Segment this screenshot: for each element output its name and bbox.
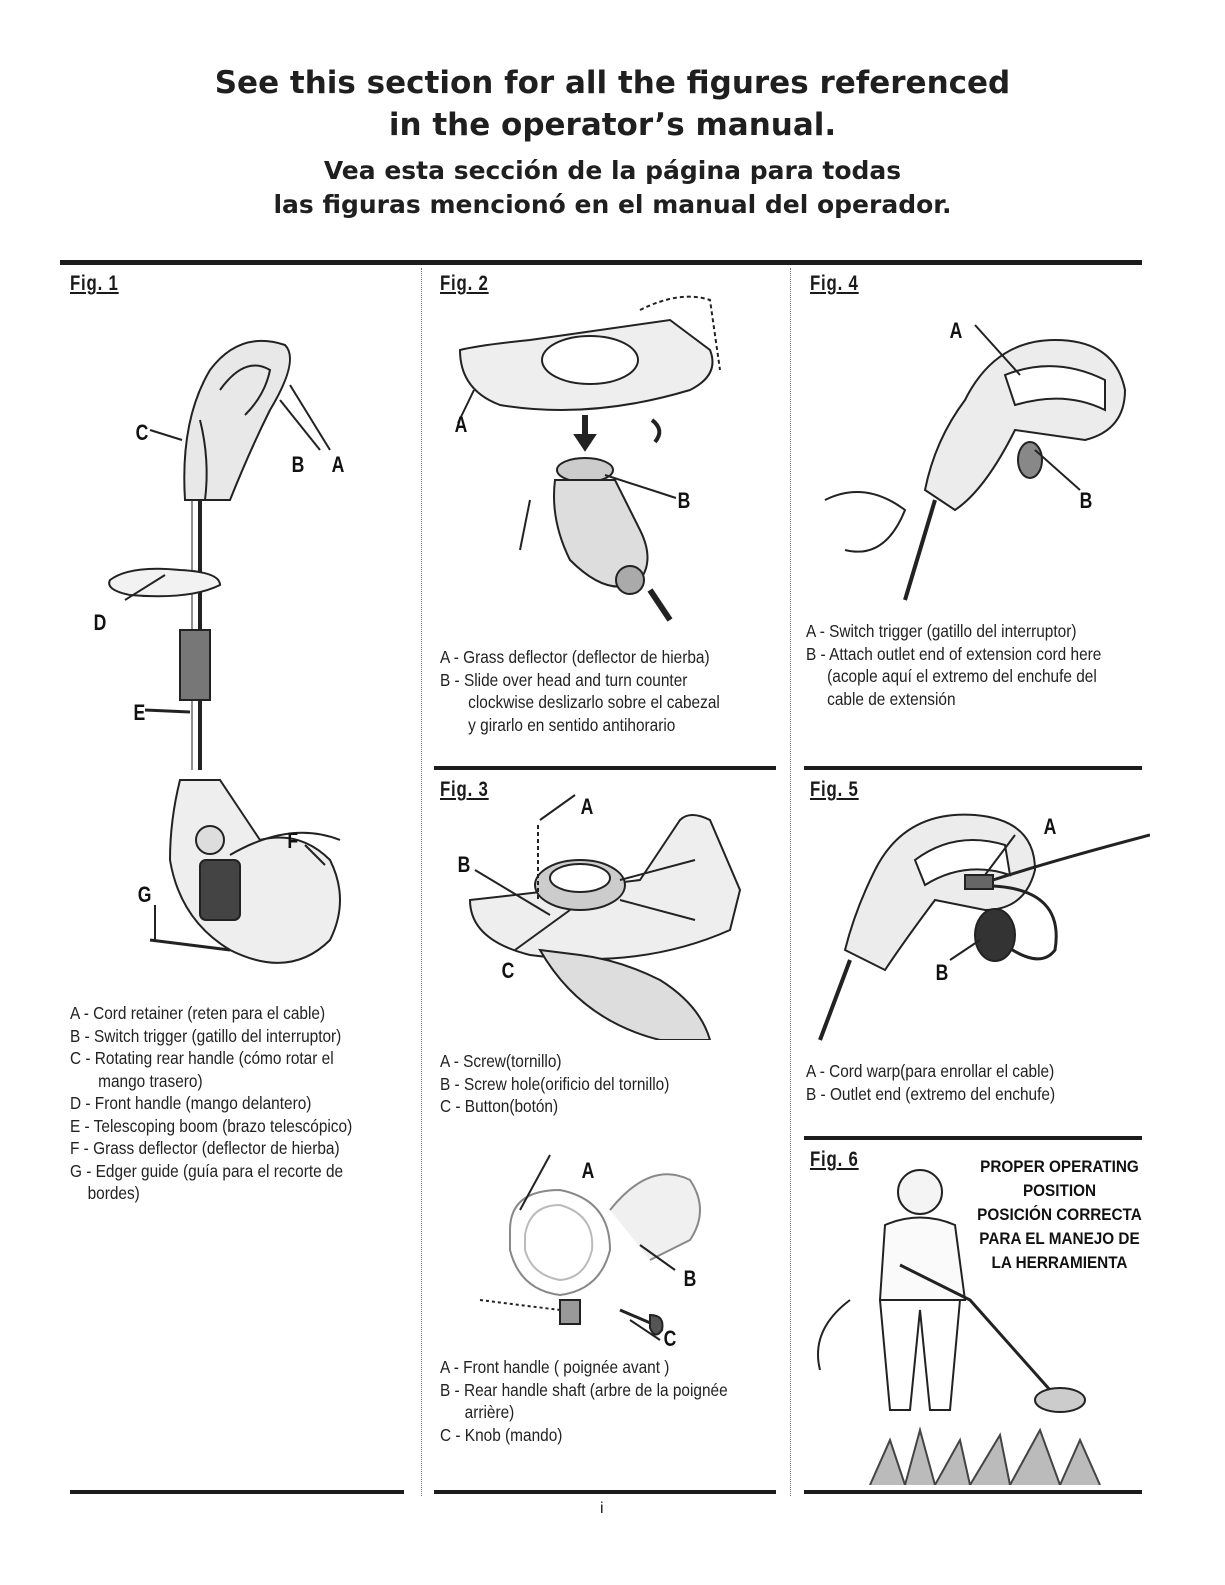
fig1-legend-c: C - Rotating rear handle (cómo rotar el <box>70 1048 334 1068</box>
fig1-legend-g: G - Edger guide (guía para el recorte de <box>70 1160 344 1181</box>
fig4-legend-b-cont1: (acople aquí el extremo del enchufe del <box>827 666 1097 686</box>
fig2-legend-b: B - Slide over head and turn counter <box>440 669 688 690</box>
fig6-text-line4: PARA EL MANEJO DE <box>979 1229 1140 1248</box>
fig4-legend-b-cont2: cable de extensión <box>827 688 956 709</box>
page-header: See this section for all the figures ref… <box>0 62 1225 222</box>
fig1-label: Fig. 1 <box>70 272 119 295</box>
fig2-legend-b-cont2: y girarlo en sentido antihorario <box>468 714 676 735</box>
fig4-legend-b: B - Attach outlet end of extension cord … <box>806 643 1102 664</box>
fig1-legend-f: F - Grass deflector (deflector de hierba… <box>70 1138 340 1158</box>
page-number: i <box>600 1500 604 1517</box>
fig6-top-rule <box>804 1136 1142 1140</box>
column-divider-2 <box>790 268 791 1496</box>
column-divider-1 <box>421 268 422 1496</box>
fig5-legend-a: A - Cord warp(para enrollar el cable) <box>806 1061 1055 1081</box>
fig6-operator-illustration <box>810 1150 1140 1485</box>
fig3-legend: A - Screw(tornillo) B - Screw hole(orifi… <box>440 1050 701 1118</box>
fig5-callout-a: A <box>1043 814 1057 839</box>
fig1-callout-b: B <box>291 452 305 477</box>
fig1-legend-a: A - Cord retainer (reten para el cable) <box>70 1003 326 1023</box>
fig2-callout-a: A <box>454 412 468 437</box>
fig1-callout-a: A <box>331 452 345 477</box>
fig3-legend-b: B - Screw hole(orificio del tornillo) <box>440 1073 670 1094</box>
fig6-text-line2: POSITION <box>1022 1181 1097 1200</box>
fig5-cord-illustration <box>805 800 1150 1045</box>
fig1-trimmer-illustration <box>70 300 410 990</box>
fig1-callout-f: F <box>287 828 299 853</box>
fig3b-legend-b: B - Rear handle shaft (arbre de la poign… <box>440 1379 728 1400</box>
fig6-label: Fig. 6 <box>810 1148 859 1171</box>
title-en-line2: in the operator’s manual. <box>388 107 837 143</box>
fig4-trigger-illustration <box>805 300 1140 610</box>
fig5-legend-b: B - Outlet end (extremo del enchufe) <box>806 1083 1056 1104</box>
fig3-callout-b: B <box>457 852 471 877</box>
fig3b-legend-a: A - Front handle ( poignée avant ) <box>440 1357 670 1377</box>
fig3b-callout-c: C <box>663 1326 677 1351</box>
fig3-legend-c: C - Button(botón) <box>440 1096 559 1116</box>
fig3-callout-c: C <box>501 958 515 983</box>
fig4-callout-b: B <box>1079 488 1093 513</box>
bottom-rule-2 <box>434 1490 776 1494</box>
fig1-callout-d: D <box>93 610 107 635</box>
fig4-legend: A - Switch trigger (gatillo del interrup… <box>806 620 1142 710</box>
fig3b-legend: A - Front handle ( poignée avant ) B - R… <box>440 1356 767 1446</box>
fig1-legend-c-cont: mango trasero) <box>98 1070 203 1091</box>
fig5-callout-b: B <box>935 960 949 985</box>
fig4-label: Fig. 4 <box>810 272 859 295</box>
fig3b-callout-a: A <box>581 1158 595 1183</box>
fig6-position-text: PROPER OPERATING POSITION POSICIÓN CORRE… <box>962 1155 1157 1275</box>
fig1-legend-e: E - Telescoping boom (brazo telescópico) <box>70 1115 353 1136</box>
fig4-legend-a: A - Switch trigger (gatillo del interrup… <box>806 621 1077 641</box>
fig3-screw-illustration <box>440 790 770 1040</box>
fig3-label: Fig. 3 <box>440 778 489 801</box>
fig1-callout-c: C <box>135 420 149 445</box>
fig1-legend-g-cont: bordes) <box>87 1183 140 1203</box>
fig4-callout-a: A <box>949 318 963 343</box>
bottom-rule-3 <box>804 1490 1142 1494</box>
fig3b-callout-b: B <box>683 1266 697 1291</box>
title-es-line1: Vea esta sección de la página para todas <box>323 156 902 185</box>
fig2-legend: A - Grass deflector (deflector de hierba… <box>440 646 758 736</box>
fig1-legend-b: B - Switch trigger (gatillo del interrup… <box>70 1025 342 1046</box>
fig5-legend: A - Cord warp(para enrollar el cable) B … <box>806 1060 1089 1105</box>
fig3-legend-a: A - Screw(tornillo) <box>440 1051 562 1071</box>
fig2-callout-b: B <box>677 488 691 513</box>
fig1-callout-g: G <box>137 882 152 907</box>
fig2-label: Fig. 2 <box>440 272 489 295</box>
fig3b-legend-b-cont: arrière) <box>464 1402 515 1422</box>
fig6-text-line1: PROPER OPERATING <box>980 1157 1139 1176</box>
fig3-top-rule <box>434 766 776 770</box>
fig5-label: Fig. 5 <box>810 778 859 801</box>
fig5-top-rule <box>804 766 1142 770</box>
fig3-handle-illustration <box>470 1150 760 1350</box>
fig2-legend-b-cont1: clockwise deslizarlo sobre el cabezal <box>468 692 720 712</box>
fig1-legend-d: D - Front handle (mango delantero) <box>70 1093 312 1113</box>
fig2-deflector-illustration <box>440 280 770 640</box>
title-en-line1: See this section for all the figures ref… <box>214 65 1011 101</box>
fig6-text-line3: POSICIÓN CORRECTA <box>977 1205 1142 1224</box>
fig2-legend-a: A - Grass deflector (deflector de hierba… <box>440 647 710 667</box>
fig1-callout-e: E <box>133 700 146 725</box>
top-rule <box>60 260 1142 265</box>
title-es-line2: las figuras mencionó en el manual del op… <box>273 190 952 219</box>
fig6-text-line5: LA HERRAMIENTA <box>991 1253 1128 1272</box>
fig1-legend: A - Cord retainer (reten para el cable) … <box>70 1002 391 1205</box>
bottom-rule-1 <box>70 1490 404 1494</box>
fig3b-legend-c: C - Knob (mando) <box>440 1424 563 1445</box>
fig3-callout-a: A <box>580 794 594 819</box>
